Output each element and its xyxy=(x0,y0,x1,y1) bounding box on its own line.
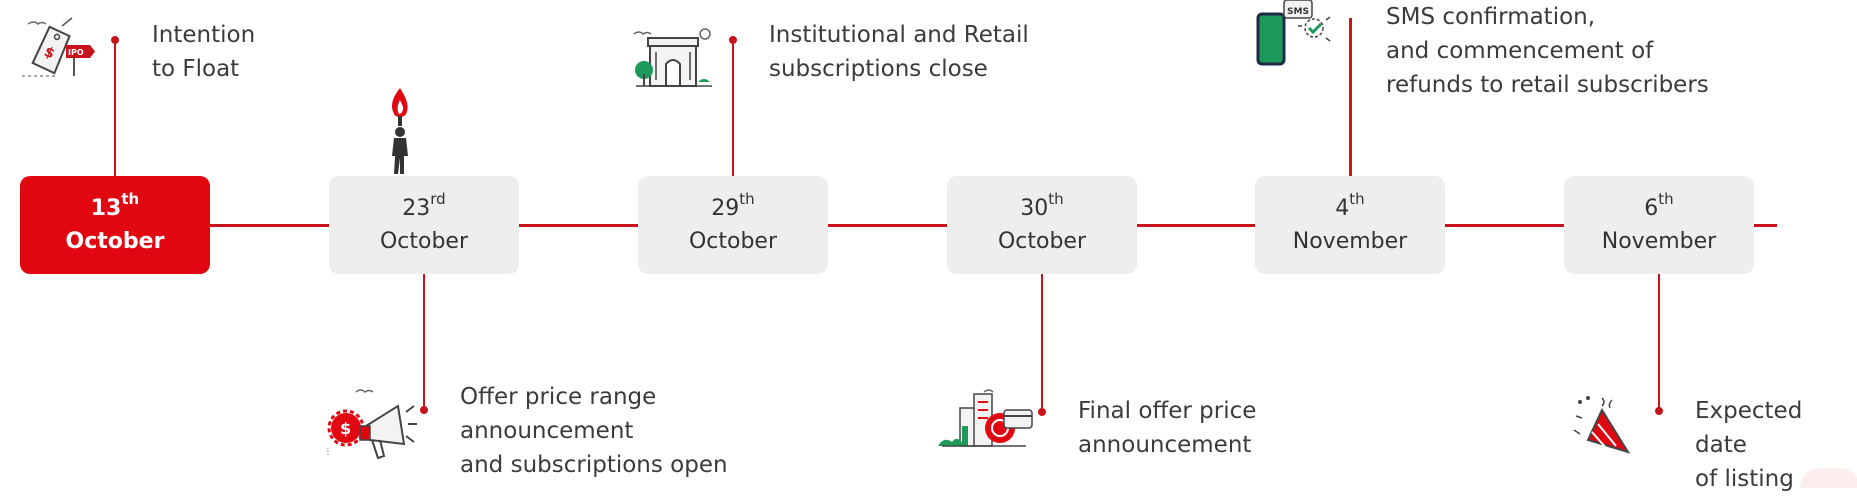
svg-text:⋮: ⋮ xyxy=(324,447,332,456)
city-card-icon xyxy=(938,389,1033,447)
date-box-3: 29th October xyxy=(638,176,828,274)
connector-4 xyxy=(1041,274,1043,412)
connector-dot-6 xyxy=(1655,407,1663,415)
date-box-2: 23rd October xyxy=(329,176,519,274)
svg-text:IPO: IPO xyxy=(68,48,84,57)
connector-dot-3 xyxy=(729,36,737,44)
party-popper-icon xyxy=(1573,396,1631,454)
connector-dot-1 xyxy=(111,36,119,44)
connector-6 xyxy=(1658,274,1660,412)
sms-phone-icon: SMS xyxy=(1256,0,1331,66)
date-box-1: 13th October xyxy=(20,176,210,274)
date-box-6: 6th November xyxy=(1564,176,1754,274)
date-box-5: 4th November xyxy=(1255,176,1445,274)
arch-gate-icon xyxy=(633,28,712,87)
connector-2 xyxy=(423,274,425,410)
torch-figure-icon xyxy=(392,88,408,174)
connector-3 xyxy=(732,40,734,176)
corner-decoration xyxy=(1800,468,1857,488)
svg-text:$: $ xyxy=(340,419,351,438)
sms-badge-label: SMS xyxy=(1287,7,1309,17)
date-box-4: 30th October xyxy=(947,176,1137,274)
connector-dot-4 xyxy=(1038,408,1046,416)
ipo-tag-icon: $ IPO xyxy=(22,17,95,77)
connector-1 xyxy=(114,40,116,176)
connector-5 xyxy=(1349,18,1352,176)
megaphone-icon: $ ⋮ xyxy=(324,389,417,460)
connector-dot-2 xyxy=(420,406,428,414)
